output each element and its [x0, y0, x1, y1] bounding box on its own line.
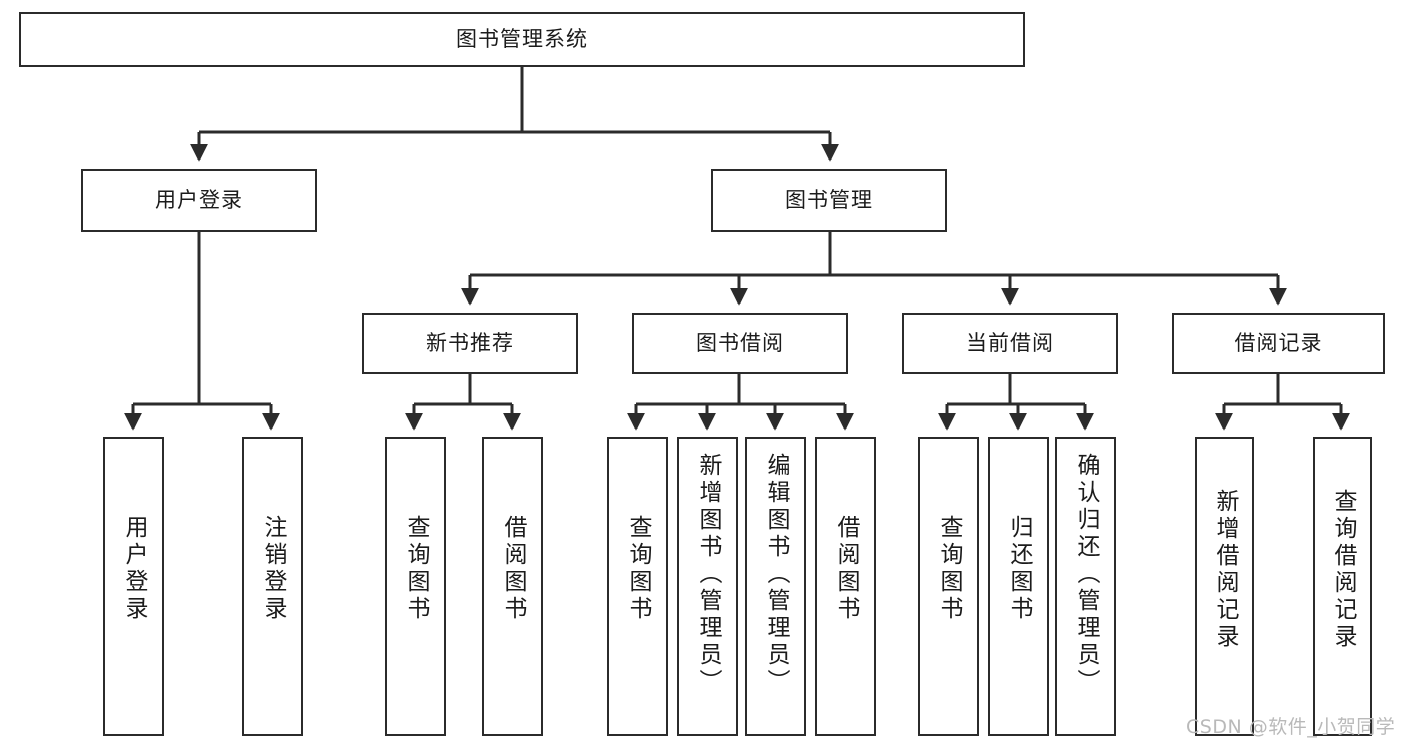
node-root-label: 图书管理系统 — [456, 26, 588, 51]
leaf-add-book[interactable]: 新增图书（管理员） — [677, 437, 738, 736]
leaf-query-book-1-label: 查询图书 — [403, 515, 429, 623]
leaf-query-book-2[interactable]: 查询图书 — [607, 437, 668, 736]
node-current-borrow-label: 当前借阅 — [966, 330, 1054, 355]
leaf-confirm-return-label: 确认归还（管理员） — [1073, 453, 1099, 696]
node-root[interactable]: 图书管理系统 — [19, 12, 1025, 67]
leaf-borrow-book-1-label: 借阅图书 — [500, 515, 526, 623]
watermark-text: CSDN @软件_小贺同学 — [1186, 716, 1396, 738]
leaf-user-logout[interactable]: 注销登录 — [242, 437, 303, 736]
leaf-query-book-3-label: 查询图书 — [936, 515, 962, 623]
leaf-return-book-label: 归还图书 — [1006, 515, 1032, 623]
node-borrow-record[interactable]: 借阅记录 — [1172, 313, 1385, 374]
leaf-query-record[interactable]: 查询借阅记录 — [1313, 437, 1372, 736]
leaf-return-book[interactable]: 归还图书 — [988, 437, 1049, 736]
node-new-book-rec-label: 新书推荐 — [426, 330, 514, 355]
node-book-manage[interactable]: 图书管理 — [711, 169, 947, 232]
node-new-book-rec[interactable]: 新书推荐 — [362, 313, 578, 374]
leaf-user-login-label: 用户登录 — [121, 515, 147, 623]
leaf-add-record-label: 新增借阅记录 — [1212, 489, 1238, 651]
leaf-edit-book[interactable]: 编辑图书（管理员） — [745, 437, 806, 736]
leaf-borrow-book-2[interactable]: 借阅图书 — [815, 437, 876, 736]
node-current-borrow[interactable]: 当前借阅 — [902, 313, 1118, 374]
leaf-add-record[interactable]: 新增借阅记录 — [1195, 437, 1254, 736]
node-book-borrow-label: 图书借阅 — [696, 330, 784, 355]
leaf-borrow-book-1[interactable]: 借阅图书 — [482, 437, 543, 736]
node-book-manage-label: 图书管理 — [785, 187, 873, 212]
leaf-query-record-label: 查询借阅记录 — [1330, 489, 1356, 651]
leaf-borrow-book-2-label: 借阅图书 — [833, 515, 859, 623]
leaf-user-login[interactable]: 用户登录 — [103, 437, 164, 736]
leaf-query-book-3[interactable]: 查询图书 — [918, 437, 979, 736]
leaf-edit-book-label: 编辑图书（管理员） — [763, 453, 789, 696]
node-user-login-label: 用户登录 — [155, 187, 243, 212]
node-borrow-record-label: 借阅记录 — [1234, 330, 1323, 355]
leaf-query-book-2-label: 查询图书 — [625, 515, 651, 623]
leaf-user-logout-label: 注销登录 — [260, 515, 286, 623]
leaf-confirm-return[interactable]: 确认归还（管理员） — [1055, 437, 1116, 736]
node-book-borrow[interactable]: 图书借阅 — [632, 313, 848, 374]
node-user-login[interactable]: 用户登录 — [81, 169, 317, 232]
leaf-add-book-label: 新增图书（管理员） — [695, 453, 721, 696]
leaf-query-book-1[interactable]: 查询图书 — [385, 437, 446, 736]
